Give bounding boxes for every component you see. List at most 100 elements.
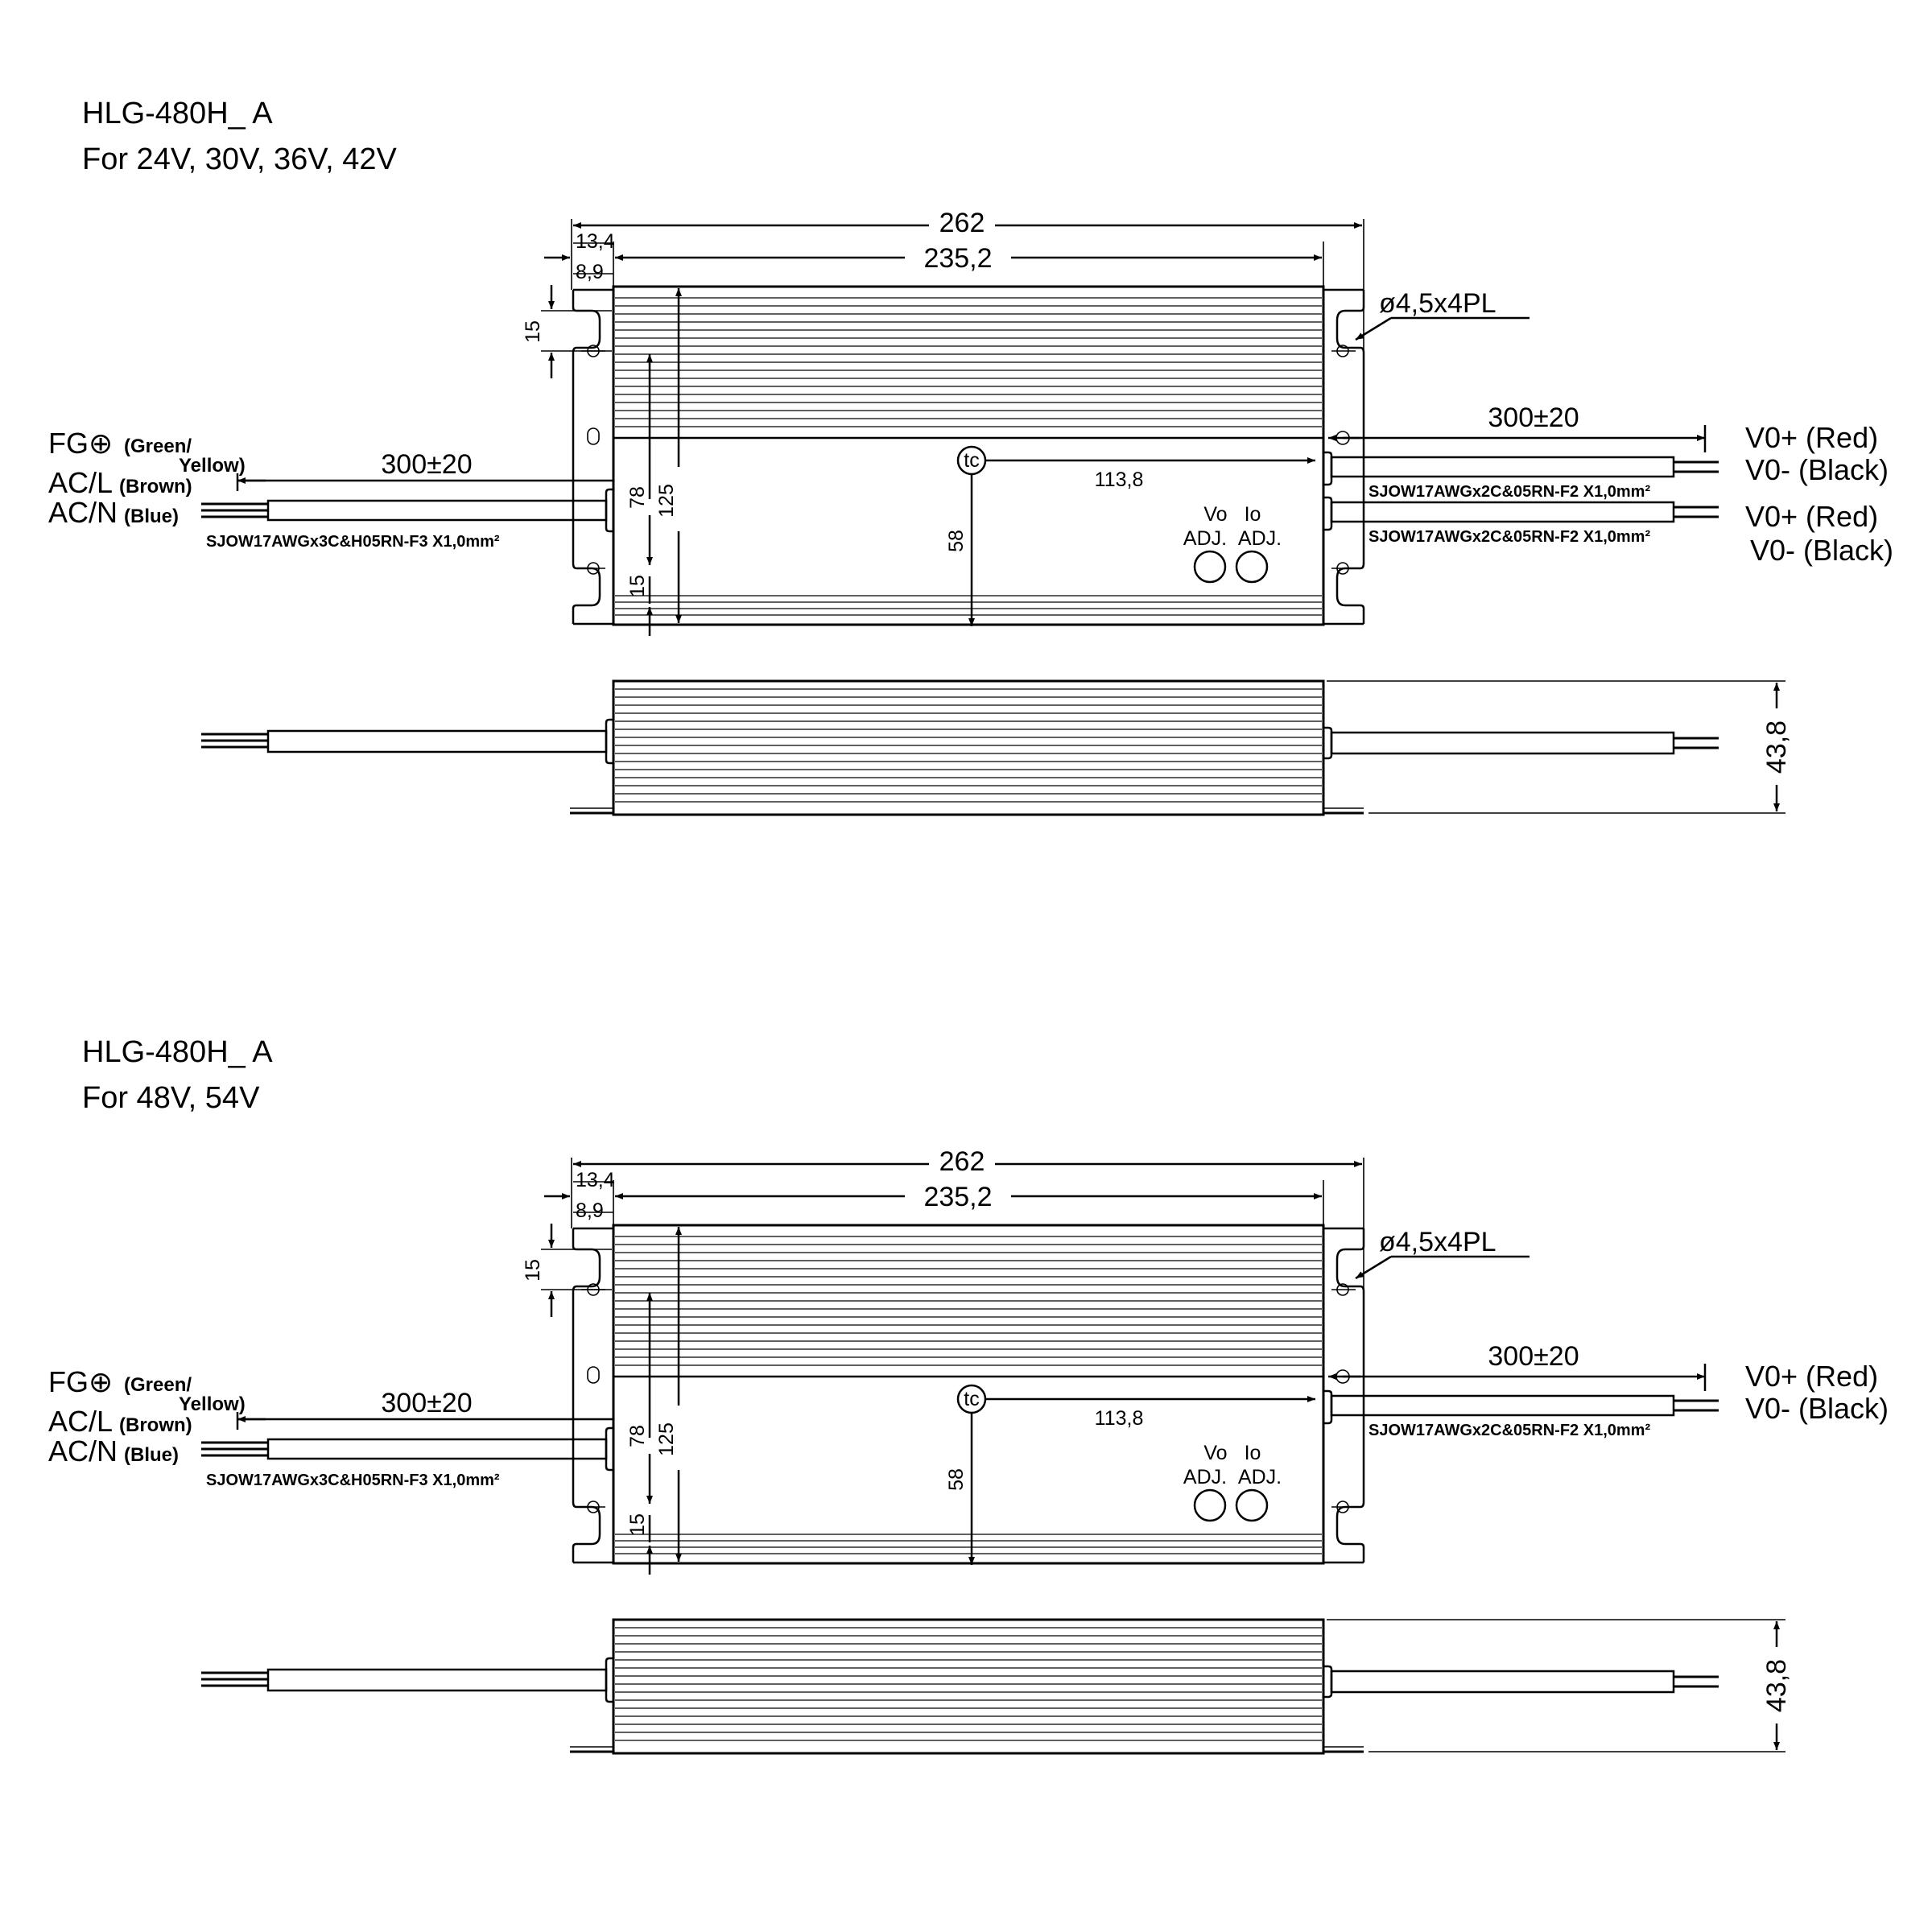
fg-color-1: (Green/	[124, 436, 192, 457]
acn-color: (Blue)	[124, 506, 179, 527]
io-adj-label: ADJ.	[1238, 527, 1282, 550]
side-view: 43,8	[201, 679, 1792, 816]
tc-label: tc	[964, 1388, 979, 1410]
model-title: HLG-480H_ A	[82, 97, 273, 130]
mounting-hole	[581, 1501, 605, 1513]
output-neg: V0- (Black)	[1745, 453, 1889, 486]
heat-fins	[615, 297, 1322, 427]
top-view: 262 235,2 13,4 8,9 15 15 78 125 58 113,8…	[48, 208, 1893, 636]
acn-color: (Blue)	[124, 1444, 179, 1466]
output-length-dimension	[1328, 425, 1707, 452]
length-dimension	[571, 219, 1364, 402]
width-dimensions	[646, 1227, 682, 1575]
acn-label: AC/N	[48, 1435, 118, 1468]
dim-length: 262	[939, 208, 985, 238]
vo-label: Vo	[1203, 1442, 1227, 1464]
view-block: HLG-480H_ A For 48V, 54V	[48, 1035, 1889, 1755]
acn-label: AC/N	[48, 496, 118, 529]
io-label: Io	[1245, 503, 1261, 526]
fg-label: FG⊕	[48, 1365, 113, 1398]
output-pos: V0+ (Red)	[1745, 421, 1878, 454]
dim-tc-x: 113,8	[1095, 1407, 1144, 1430]
dim-width-78: 78	[626, 486, 649, 509]
mount-hole-label: ø4,5x4PL	[1379, 1227, 1496, 1257]
acl-color: (Brown)	[119, 1414, 192, 1436]
view-block: HLG-480H_ A For 24V, 30V, 36V, 42V	[48, 97, 1893, 816]
dim-tc-y: 58	[945, 1468, 968, 1491]
dim-height: 43,8	[1761, 1659, 1792, 1712]
dim-hole-offset: 8,9	[576, 1199, 604, 1222]
fg-label: FG⊕	[48, 427, 113, 460]
dim-length: 262	[939, 1146, 985, 1177]
side-view: 43,8	[201, 1618, 1792, 1755]
heat-fins-bottom	[615, 595, 1322, 616]
io-label: Io	[1245, 1442, 1261, 1464]
output-cable-spec: SJOW17AWGx2C&05RN-F2 X1,0mm²	[1368, 483, 1650, 501]
mounting-hole	[1331, 562, 1356, 575]
dim-hole-spacing-bottom: 15	[626, 575, 649, 597]
views: HLG-480H_ A For 24V, 30V, 36V, 42V	[48, 97, 1893, 1755]
tc-point	[956, 445, 1315, 626]
slot-mark	[587, 427, 600, 445]
mounting-hole	[581, 562, 605, 575]
io-adj-label: ADJ.	[1238, 1466, 1282, 1488]
fg-color-2: Yellow)	[179, 1393, 246, 1415]
input-cable	[201, 1412, 615, 1472]
output-cable	[1323, 451, 1719, 486]
dim-hole-spacing-top: 15	[522, 320, 544, 343]
io-adj-pot[interactable]	[1235, 1488, 1269, 1522]
tc-point	[956, 1384, 1315, 1565]
acl-label: AC/L	[48, 466, 113, 499]
mount-hole-leader	[1355, 1255, 1530, 1280]
input-cable	[201, 473, 615, 533]
fg-color-1: (Green/	[124, 1374, 192, 1396]
output-pos-2: V0+ (Red)	[1745, 500, 1878, 533]
mounting-hole	[1331, 1283, 1356, 1296]
mount-hole-leader	[1355, 316, 1530, 341]
top-view: 262 235,2 13,4 8,9 15 15 78 125 58 113,8…	[48, 1146, 1889, 1575]
output-cable-spec: SJOW17AWGx2C&05RN-F2 X1,0mm²	[1368, 1422, 1650, 1439]
length-dimension	[571, 1158, 1364, 1341]
output-neg: V0- (Black)	[1745, 1392, 1889, 1425]
side-fins	[615, 1627, 1322, 1741]
vo-adj-pot[interactable]	[1193, 550, 1227, 584]
io-adj-pot[interactable]	[1235, 550, 1269, 584]
vo-adj-pot[interactable]	[1193, 1488, 1227, 1522]
dim-tc-y: 58	[945, 530, 968, 552]
output-cable-2	[1323, 496, 1719, 531]
side-housing	[612, 679, 1325, 816]
dim-hole-spacing-top: 15	[522, 1259, 544, 1282]
slot-mark	[587, 1366, 600, 1384]
side-housing	[612, 1618, 1325, 1755]
dim-hole-offset: 8,9	[576, 261, 604, 283]
dim-width-78: 78	[626, 1425, 649, 1447]
dim-flange: 13,4	[576, 1169, 615, 1191]
mounting-hole	[1331, 1501, 1356, 1513]
vo-adj-label: ADJ.	[1183, 1466, 1227, 1488]
dim-inner-length: 235,2	[923, 243, 992, 274]
dim-tc-x: 113,8	[1095, 469, 1144, 491]
dim-hole-spacing-bottom: 15	[626, 1513, 649, 1536]
width-dimensions	[646, 288, 682, 636]
vo-adj-label: ADJ.	[1183, 527, 1227, 550]
input-length: 300±20	[381, 449, 472, 480]
input-cable-spec: SJOW17AWGx3C&H05RN-F3 X1,0mm²	[206, 1472, 500, 1489]
inner-length-dimension	[544, 1180, 1324, 1225]
voltage-title: For 48V, 54V	[82, 1081, 260, 1115]
dim-width-125: 125	[655, 484, 678, 518]
output-length: 300±20	[1488, 402, 1579, 433]
mount-hole-label: ø4,5x4PL	[1379, 288, 1496, 319]
fg-color-2: Yellow)	[179, 455, 246, 477]
voltage-title: For 24V, 30V, 36V, 42V	[82, 142, 398, 176]
acl-color: (Brown)	[119, 476, 192, 497]
input-length: 300±20	[381, 1388, 472, 1418]
mounting-hole	[1331, 345, 1356, 357]
output-length: 300±20	[1488, 1341, 1579, 1372]
output-length-dimension	[1328, 1364, 1707, 1391]
vo-label: Vo	[1203, 503, 1227, 526]
heat-fins-bottom	[615, 1534, 1322, 1554]
hole-spacing-dimension	[541, 1224, 612, 1317]
model-title: HLG-480H_ A	[82, 1035, 273, 1069]
input-cable-spec: SJOW17AWGx3C&H05RN-F3 X1,0mm²	[206, 533, 500, 551]
